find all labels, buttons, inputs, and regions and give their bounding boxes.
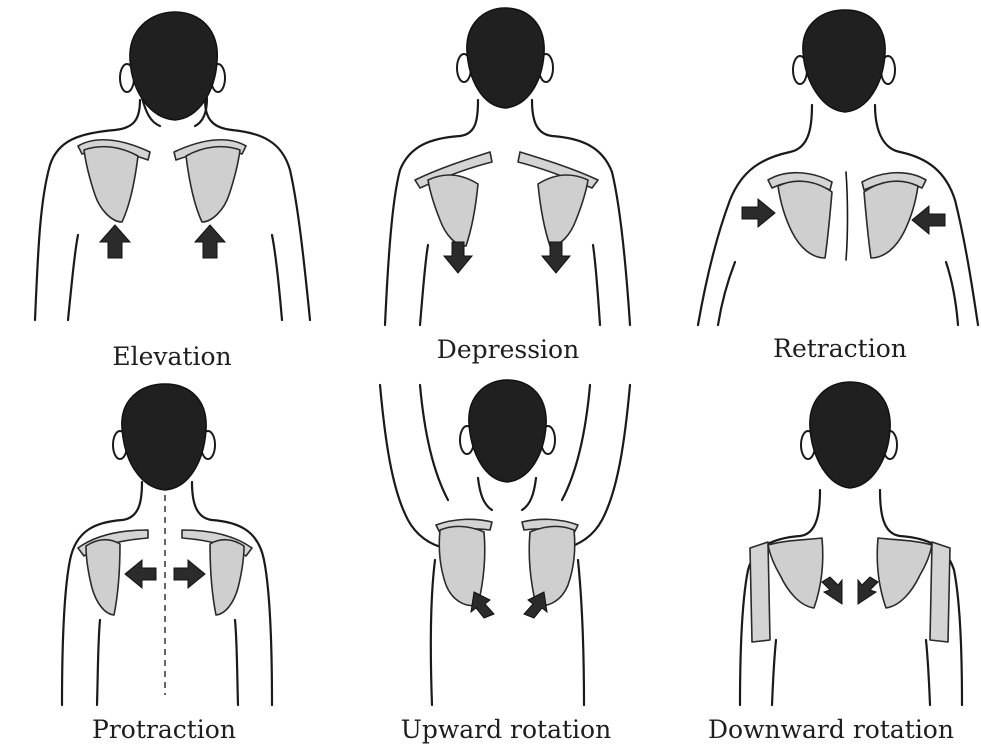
arm-outline-right — [926, 640, 930, 705]
caption-downward-rotation: Downward rotation — [681, 717, 981, 742]
scapula-left — [428, 175, 478, 246]
arm-outline-left — [420, 245, 428, 325]
neck-outline — [478, 478, 536, 510]
arrow-right-outward — [174, 560, 205, 588]
clavicle-left — [750, 542, 770, 642]
arm-raised-left-inner — [420, 385, 448, 500]
arrow-up-right — [195, 225, 225, 258]
head — [469, 380, 546, 482]
arrow-left-outward — [125, 560, 156, 588]
spine-line — [846, 172, 848, 260]
arrow-rotate-down-left — [822, 577, 842, 604]
panel-depression — [385, 8, 630, 325]
clavicle-right — [930, 542, 950, 642]
arrow-rotate-right — [524, 592, 547, 618]
panel-upward-rotation — [380, 380, 630, 705]
arm-outline-left — [68, 235, 78, 320]
head — [467, 8, 544, 108]
panel-downward-rotation — [740, 382, 962, 705]
torso-outline — [35, 100, 310, 320]
arm-outline-left — [772, 640, 776, 705]
caption-elevation: Elevation — [22, 344, 322, 369]
scapula-right — [877, 538, 932, 608]
scapula-right — [186, 147, 240, 222]
arrow-rotate-left — [471, 592, 494, 618]
scapula-right — [538, 175, 588, 246]
caption-depression: Depression — [358, 337, 658, 362]
arm-outline-right — [235, 620, 238, 705]
arm-raised-right-inner — [562, 385, 590, 500]
scapula-left — [86, 540, 120, 615]
caption-retraction: Retraction — [690, 336, 981, 361]
scapula-left — [778, 181, 832, 258]
arm-outline-right — [272, 235, 282, 320]
panel-elevation — [35, 12, 310, 320]
arrow-right-left-side — [742, 199, 775, 227]
head — [810, 382, 890, 488]
arrow-down-right — [542, 242, 570, 273]
head — [803, 10, 885, 112]
caption-upward-rotation: Upward rotation — [356, 717, 656, 742]
arm-outline-left — [718, 262, 735, 325]
arrow-down-left — [444, 242, 472, 273]
head — [122, 384, 206, 490]
arm-outline-left — [97, 620, 100, 705]
scapula-left — [84, 147, 138, 222]
caption-protraction: Protraction — [14, 717, 314, 742]
arrow-rotate-down-right — [858, 577, 878, 604]
panel-retraction — [698, 10, 978, 325]
torso-outline — [385, 100, 630, 325]
scapula-left — [768, 538, 823, 608]
arm-outline-right — [593, 245, 600, 325]
scapula-right — [210, 540, 244, 615]
panel-protraction — [62, 384, 272, 705]
arm-outline-right — [946, 262, 958, 325]
scapula-right — [529, 526, 575, 605]
arrow-up-left — [100, 225, 130, 258]
arrow-left-right-side — [912, 206, 945, 234]
scapula-right — [864, 181, 918, 258]
